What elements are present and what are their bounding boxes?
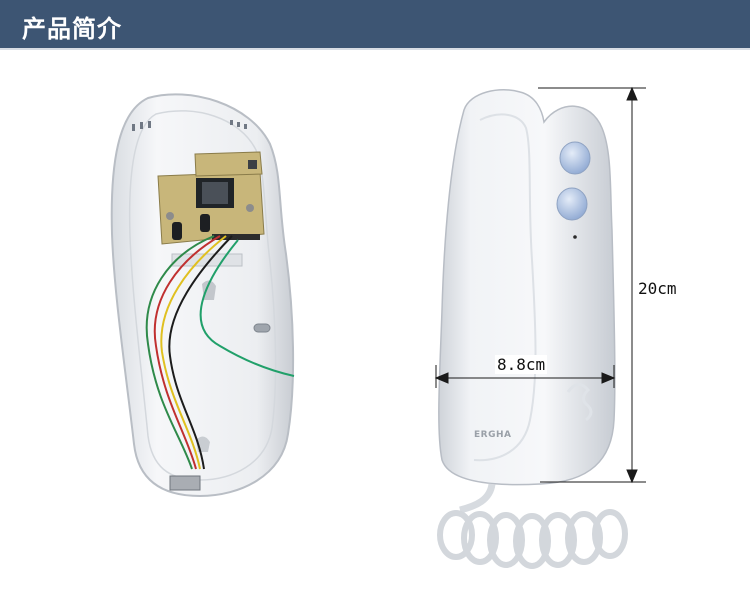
height-dimension-label: 20cm xyxy=(638,279,677,298)
circuit-board xyxy=(157,151,265,245)
brand-logo: ERGHA xyxy=(474,430,512,440)
open-handset-photo xyxy=(110,93,295,498)
page-title: 产品简介 xyxy=(22,15,122,43)
handset-photo xyxy=(434,86,646,569)
unlock-button xyxy=(556,187,588,221)
width-dimension-label: 8.8cm xyxy=(495,355,548,374)
title-divider xyxy=(0,48,750,50)
handset-body xyxy=(438,89,616,486)
title-bar: 产品简介 xyxy=(0,0,750,48)
talk-button xyxy=(559,141,591,175)
